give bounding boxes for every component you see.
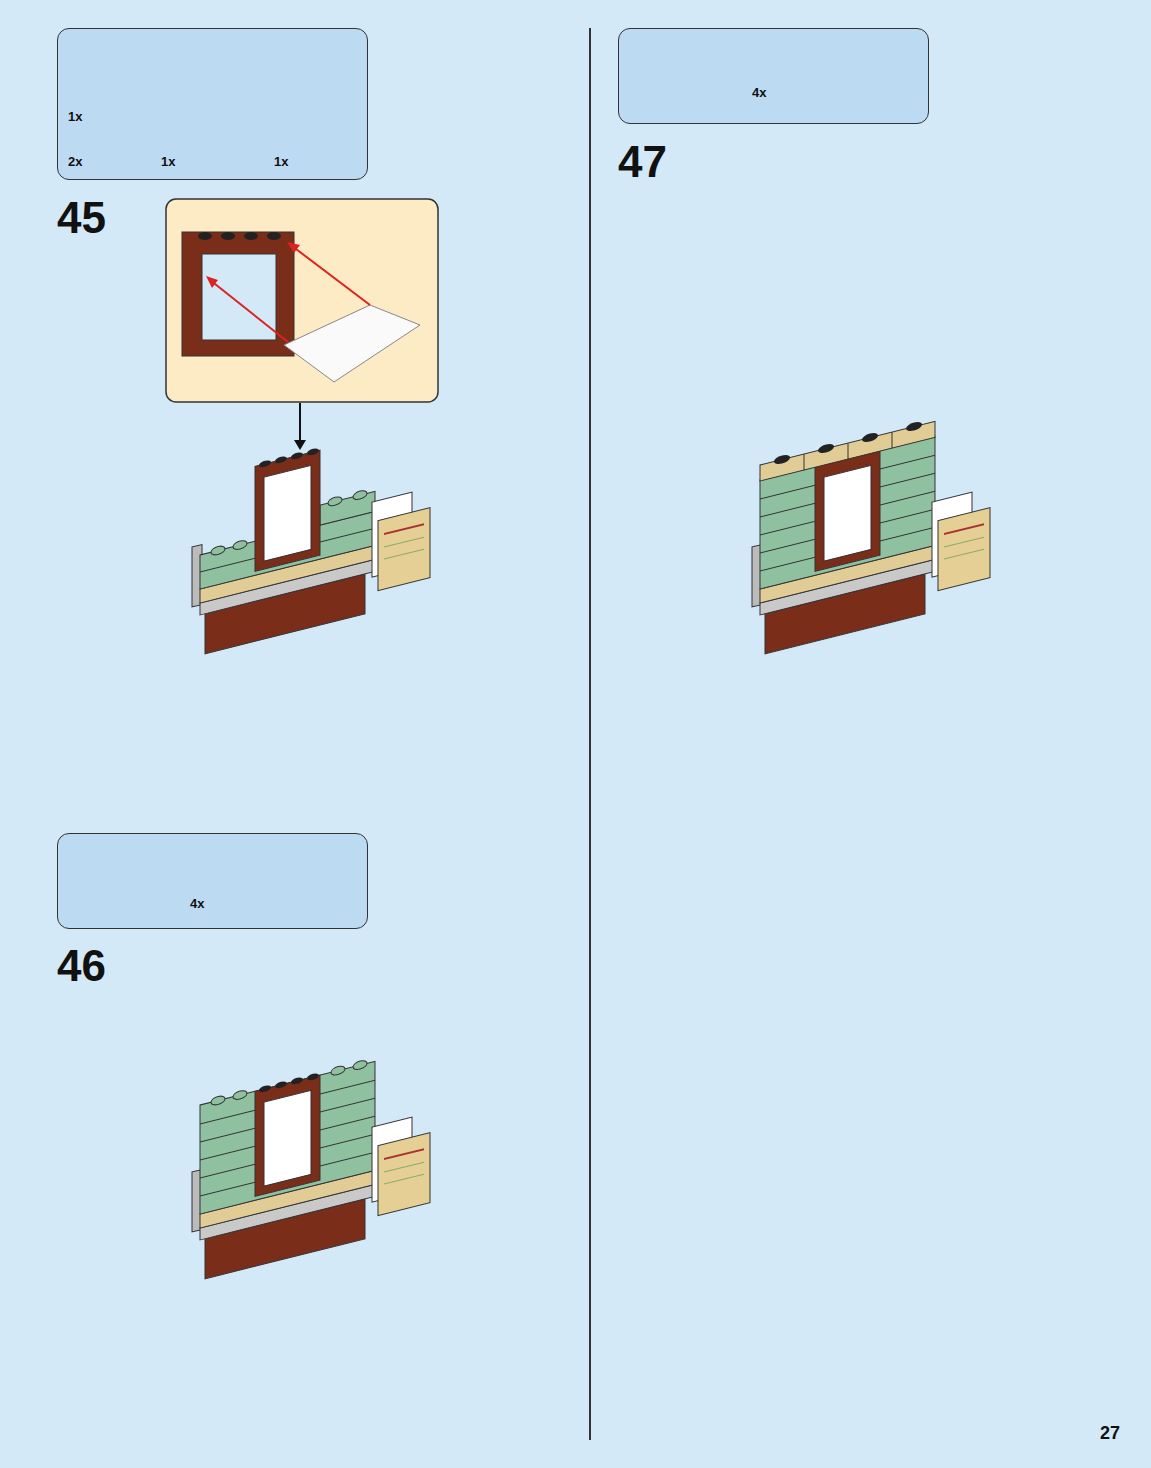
parts-callout: 1x 2x 1x 1x [57,28,368,180]
step-number: 45 [57,196,106,240]
page-number: 27 [1100,1424,1120,1442]
part-quantity: 1x [274,154,288,169]
step-number: 46 [57,944,106,988]
parts-callout: 4x [57,833,368,929]
part-quantity: 2x [68,154,82,169]
parts-callout: 4x [618,28,929,124]
step-number: 47 [618,140,667,184]
part-quantity: 4x [752,85,766,100]
part-quantity: 1x [68,109,82,124]
part-quantity: 1x [161,154,175,169]
part-quantity: 4x [190,896,204,911]
